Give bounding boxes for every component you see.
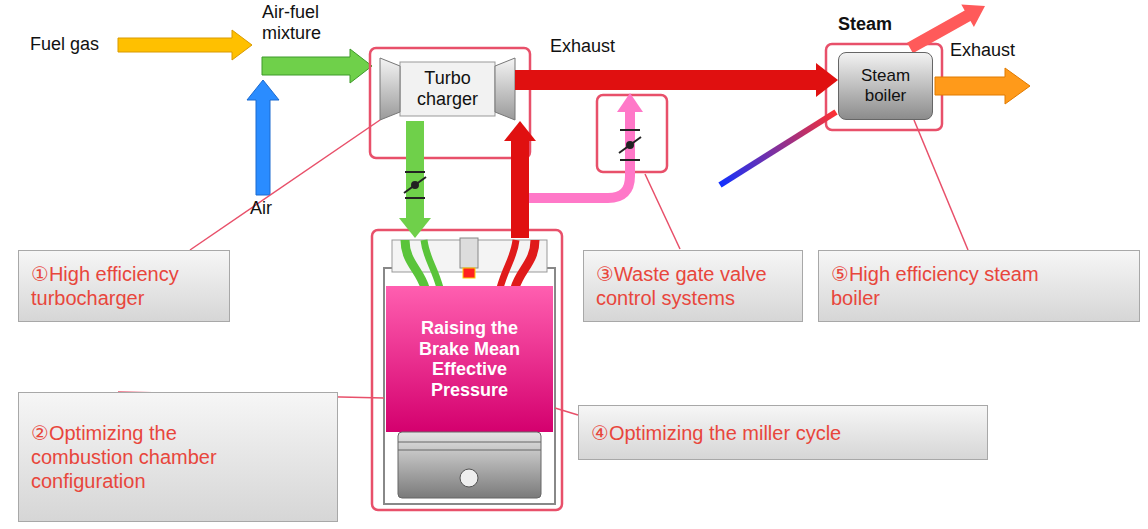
intake-port [424,240,440,288]
leader-line [645,174,680,249]
callout-text: ⑤High efficiency steam boiler [831,262,1046,310]
piston-ring [398,442,541,443]
arrowhead [816,63,838,97]
air-arrow [247,80,279,195]
boiler-outline [826,44,942,130]
exhaust-out-arrow [935,68,1030,104]
leader-line [190,120,380,250]
callout-text: ③Waste gate valve control systems [596,262,790,310]
steam-boiler-box: Steam boiler [838,52,933,120]
valve-symbols [404,130,641,198]
callout-text: ④Optimizing the miller cycle [591,421,975,445]
node-text: Turbo charger [408,68,488,109]
combustion-chamber [386,286,553,432]
callout-box: ①High efficiency turbocharger [18,250,230,322]
arrowhead [399,218,431,238]
callout-box: ⑤High efficiency steam boiler [818,250,1140,322]
callout-text: ①High efficiency turbocharger [31,262,217,310]
turbo-body [400,62,495,116]
exhaust-arrow [515,63,838,97]
valve-bar [620,159,640,161]
valve-bar [405,197,425,199]
callout-box: ②Optimizing the combustion chamber confi… [18,392,338,522]
fuel-gas-arrow [118,30,252,60]
connector-shaft [914,120,968,250]
valve-bar [405,171,425,173]
flow-label: Air [250,198,272,219]
flow-label: Exhaust [950,40,1015,61]
valve-disc [404,177,426,193]
cylinder-box: Raising the Brake Mean Effective Pressur… [384,238,555,504]
flow-label: Air-fuel mixture [262,2,342,43]
compressor-wheel [380,58,400,120]
exhaust-port [500,240,516,288]
edge-label: Exhaust [550,36,615,57]
piston-ring [398,450,541,451]
cylinder-liner [384,268,555,504]
mixture-arrow [262,49,372,83]
valve-bar [620,129,640,131]
connector-shaft [555,408,578,415]
connector-shaft [515,70,816,90]
flow-label: Fuel gas [30,34,99,55]
callout-box: ④Optimizing the miller cycle [578,405,988,460]
valve-disc [619,137,641,153]
turbo-outline [370,48,530,158]
turbine-wheel [495,58,515,120]
callout-text: ②Optimizing the combustion chamber confi… [31,421,266,493]
turbocharger-shape [380,58,515,120]
wastegate-arrowhead [617,93,643,112]
arrowhead [504,121,536,141]
spark-tip [463,268,475,278]
intake-arrow [399,121,431,238]
piston [398,432,541,498]
wastegate-pipe [529,112,630,198]
spark-plug [460,238,478,268]
callout-box: ③Waste gate valve control systems [583,250,803,322]
water-steam-line [720,112,836,185]
leader-line [914,120,968,250]
leader-line [555,408,578,415]
node-text: Steam boiler [850,66,922,105]
connector-shaft [190,120,380,250]
connector-shaft [511,141,529,238]
piston-pin [460,469,478,487]
flow-label: Steam [838,14,892,35]
cylinder-outline [372,230,562,510]
valve-pivot [627,142,633,148]
turbocharger-box: Turbo charger [380,58,515,120]
cylinder-drawing [384,238,555,504]
exhaust-up-arrow [504,121,536,238]
valve-pivot [412,182,418,188]
connector-shaft [406,121,424,218]
node-text: Raising the Brake Mean Effective Pressur… [402,318,537,401]
